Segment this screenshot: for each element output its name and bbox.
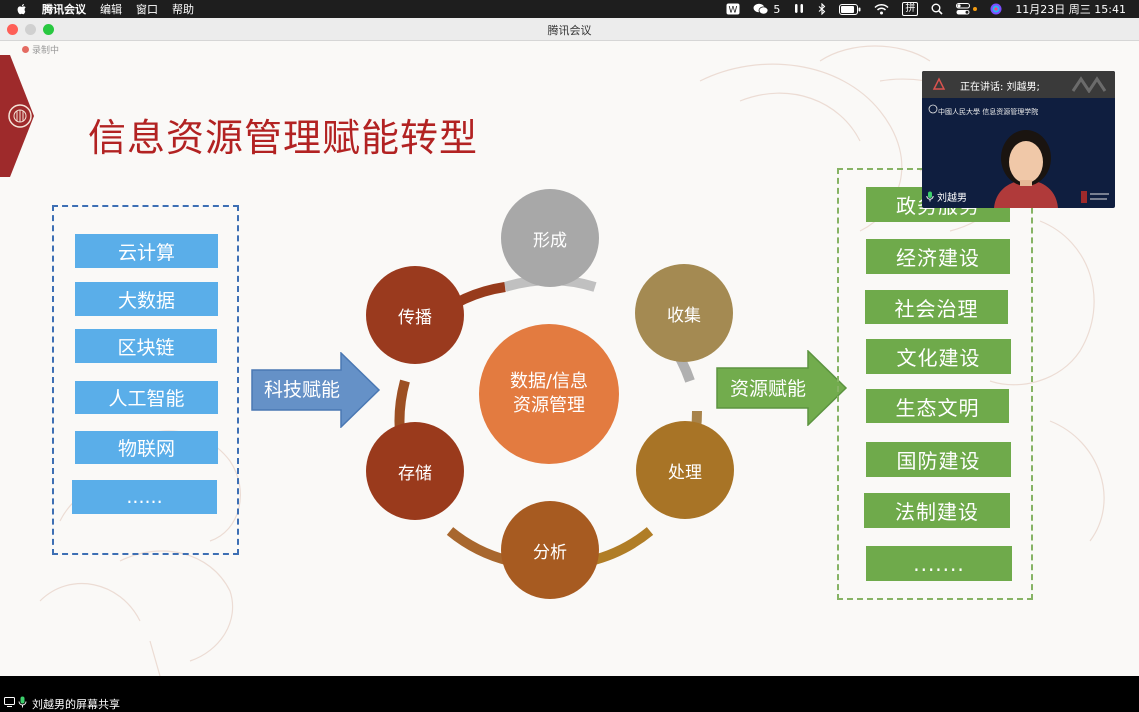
resource-empowerment-arrow	[716, 350, 848, 426]
siri-icon[interactable]	[990, 3, 1002, 15]
tech-empowerment-arrow	[251, 352, 381, 428]
bottom-bar: 刘越男的屏幕共享	[0, 676, 1139, 712]
speaker-avatar	[994, 130, 1058, 208]
cycle-node-dissemination: 传播	[366, 266, 464, 364]
application-fields-box	[837, 168, 1033, 600]
title-bar: 腾讯会议	[0, 18, 1139, 41]
cycle-node-storage: 存储	[366, 422, 464, 520]
university-emblem-banner	[0, 55, 34, 177]
field-item-defense: 国防建设	[866, 442, 1011, 477]
field-item-ecology: 生态文明	[866, 389, 1009, 423]
wps-icon[interactable]: W	[726, 3, 740, 15]
clock[interactable]: 11月23日 周三 15:41	[1015, 3, 1126, 16]
battery-icon[interactable]	[839, 3, 861, 15]
tencent-meeting-logo-icon	[1071, 76, 1107, 93]
background-seal-icon	[1081, 191, 1109, 203]
maximize-window-button[interactable]	[43, 24, 54, 35]
slide-title: 信息资源管理赋能转型	[88, 116, 479, 160]
wechat-status[interactable]: 5	[753, 3, 780, 16]
status-area: W 5 拼 11月23日 周三 15:41	[726, 0, 1139, 18]
tech-empowerment-label: 科技赋能	[264, 379, 341, 401]
spotlight-icon[interactable]	[931, 3, 943, 15]
screen-share-label: 刘越男的屏幕共享	[32, 698, 120, 711]
close-window-button[interactable]	[7, 24, 18, 35]
school-emblem-icon	[928, 104, 938, 114]
center-line-2: 资源管理	[513, 395, 585, 416]
field-item-governance: 社会治理	[865, 290, 1008, 324]
field-item-culture: 文化建设	[866, 339, 1011, 374]
speaking-label: 正在讲话: 刘越男;	[960, 82, 1040, 93]
speaker-video-tile[interactable]: 正在讲话: 刘越男; 中國人民大學 信息资源管理学院 刘越男	[922, 71, 1115, 208]
svg-text:W: W	[729, 6, 738, 16]
cycle-node-processing: 处理	[636, 421, 734, 519]
resource-empowerment-label: 资源赋能	[730, 378, 807, 400]
screen-share-icon[interactable]	[4, 697, 15, 707]
tech-item-iot: 物联网	[75, 431, 218, 464]
menu-bar: 腾讯会议 编辑 窗口 帮助 W 5 拼	[0, 0, 1139, 18]
speaker-banner: 正在讲话: 刘越男;	[922, 71, 1115, 98]
wifi-icon[interactable]	[874, 3, 889, 15]
menu-window[interactable]: 窗口	[136, 3, 158, 16]
recording-label: 录制中	[32, 46, 60, 56]
wechat-count: 5	[773, 2, 781, 16]
wechat-icon	[753, 3, 769, 15]
tech-item-bigdata: 大数据	[75, 282, 218, 316]
bluetooth-icon[interactable]	[818, 3, 826, 15]
airpods-icon[interactable]	[793, 3, 805, 15]
window-title: 腾讯会议	[547, 24, 592, 37]
cycle-node-analysis: 分析	[501, 501, 599, 599]
cycle-center-node: 数据/信息 资源管理	[479, 324, 619, 464]
technology-box	[52, 205, 239, 555]
meeting-window: 腾讯会议 录制中	[0, 18, 1139, 676]
apple-icon[interactable]	[16, 3, 28, 15]
participant-name: 刘越男	[937, 193, 967, 204]
field-item-legal: 法制建设	[864, 493, 1010, 528]
mic-icon[interactable]	[18, 696, 27, 708]
minimize-window-button[interactable]	[25, 24, 36, 35]
cycle-node-formation: 形成	[501, 189, 599, 287]
menu-help[interactable]: 帮助	[172, 3, 194, 16]
input-method-indicator[interactable]: 拼	[902, 2, 919, 16]
participant-name-tag: 刘越男	[926, 189, 967, 204]
recording-dot-icon	[22, 46, 29, 53]
tech-item-blockchain: 区块链	[75, 329, 217, 363]
menu-edit[interactable]: 编辑	[100, 3, 122, 16]
recording-indicator: 录制中	[22, 43, 59, 56]
school-name: 中國人民大學 信息资源管理学院	[938, 108, 1039, 116]
center-line-1: 数据/信息	[509, 371, 589, 392]
tech-item-ai: 人工智能	[75, 381, 218, 414]
field-item-more: .......	[866, 546, 1012, 581]
field-item-economy: 经济建设	[866, 239, 1010, 274]
speaker-indicator-icon	[932, 77, 946, 90]
tech-item-cloud: 云计算	[75, 234, 218, 268]
tech-item-more: ......	[72, 480, 217, 514]
menu-app-name[interactable]: 腾讯会议	[42, 3, 86, 16]
mic-active-icon	[926, 191, 934, 202]
control-center-icon[interactable]	[956, 3, 978, 15]
cycle-node-collection: 收集	[635, 264, 733, 362]
